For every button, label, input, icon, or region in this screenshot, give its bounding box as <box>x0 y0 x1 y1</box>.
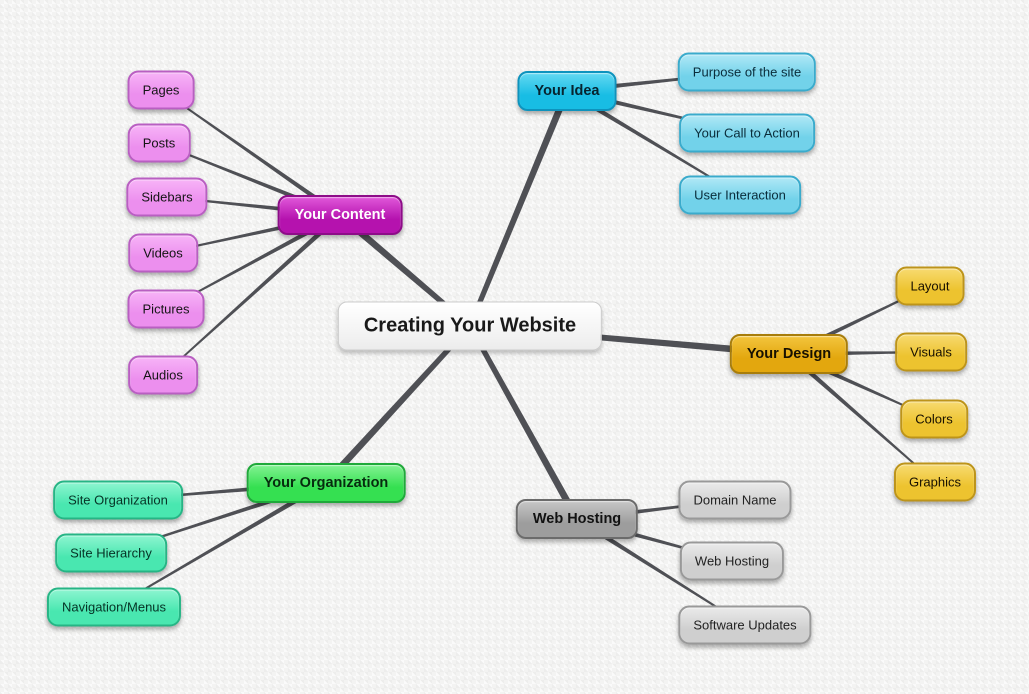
node-label: Pages <box>142 82 180 98</box>
node-label: User Interaction <box>694 187 786 203</box>
node-pages[interactable]: Pages <box>127 70 195 110</box>
node-purpose-of-the-site[interactable]: Purpose of the site <box>677 52 817 92</box>
node-label: Your Call to Action <box>694 125 800 141</box>
node-label: Your Design <box>746 346 832 362</box>
node-label: Pictures <box>142 301 190 317</box>
node-your-content[interactable]: Your Content <box>277 195 403 235</box>
node-label: Navigation/Menus <box>61 599 167 615</box>
node-user-interaction[interactable]: User Interaction <box>679 175 801 215</box>
node-label: Your Idea <box>534 83 600 99</box>
node-navigation-menus[interactable]: Navigation/Menus <box>46 587 182 627</box>
node-your-idea[interactable]: Your Idea <box>517 71 617 111</box>
connector-center-your-idea <box>467 89 571 327</box>
node-label: Site Organization <box>68 492 168 508</box>
node-posts[interactable]: Posts <box>127 123 191 163</box>
node-web-hosting[interactable]: Web Hosting <box>679 541 785 581</box>
node-web-hosting[interactable]: Web Hosting <box>515 499 639 539</box>
node-label: Sidebars <box>141 189 193 205</box>
node-creating-your-website[interactable]: Creating Your Website <box>337 301 603 351</box>
node-site-organization[interactable]: Site Organization <box>53 480 183 520</box>
node-label: Purpose of the site <box>692 64 802 80</box>
node-label: Web Hosting <box>532 511 622 527</box>
node-label: Site Hierarchy <box>70 545 152 561</box>
node-label: Colors <box>915 411 953 427</box>
node-label: Domain Name <box>693 492 777 508</box>
node-domain-name[interactable]: Domain Name <box>678 480 792 520</box>
node-graphics[interactable]: Graphics <box>893 462 977 502</box>
node-label: Web Hosting <box>694 553 770 569</box>
node-your-design[interactable]: Your Design <box>729 334 849 374</box>
node-label: Videos <box>143 245 183 261</box>
node-label: Layout <box>910 278 950 294</box>
node-pictures[interactable]: Pictures <box>127 289 205 329</box>
node-label: Audios <box>143 367 183 383</box>
node-visuals[interactable]: Visuals <box>895 332 967 372</box>
node-site-hierarchy[interactable]: Site Hierarchy <box>55 533 167 573</box>
node-layout[interactable]: Layout <box>895 266 965 306</box>
node-your-organization[interactable]: Your Organization <box>246 463 406 503</box>
node-label: Posts <box>142 135 176 151</box>
node-label: Creating Your Website <box>363 314 577 337</box>
node-your-call-to-action[interactable]: Your Call to Action <box>679 113 815 153</box>
node-colors[interactable]: Colors <box>900 399 968 439</box>
node-software-updates[interactable]: Software Updates <box>678 605 812 645</box>
node-label: Your Organization <box>263 475 389 491</box>
node-label: Visuals <box>910 344 952 360</box>
node-label: Graphics <box>908 474 962 490</box>
node-label: Software Updates <box>693 617 797 633</box>
connector-center-web-hosting <box>467 324 581 521</box>
node-sidebars[interactable]: Sidebars <box>126 177 208 217</box>
node-videos[interactable]: Videos <box>128 233 198 273</box>
node-audios[interactable]: Audios <box>128 355 198 395</box>
node-label: Your Content <box>294 207 386 223</box>
